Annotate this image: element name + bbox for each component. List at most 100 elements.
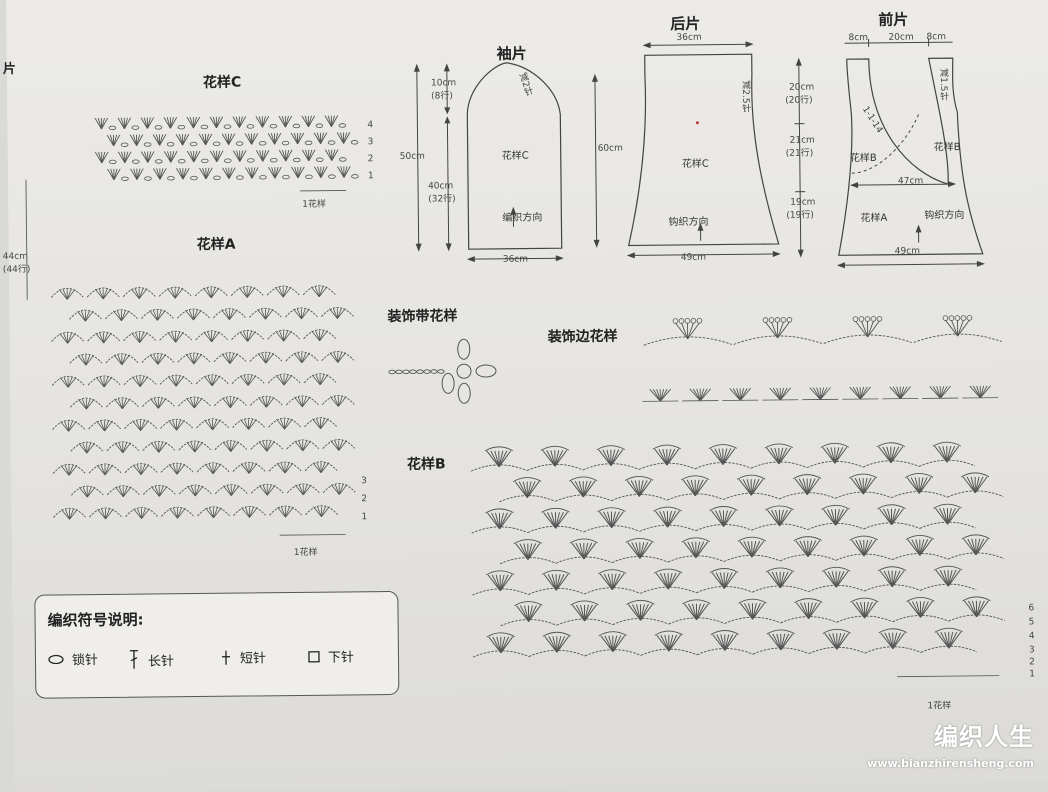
stitch-shell [892,597,948,622]
pattern-b-repeat: 1花样 [927,698,951,711]
stitch-arch [89,464,121,475]
pattern-a-title: 花样A [197,234,236,254]
edge-picot [871,317,876,322]
stitch-fan [233,116,254,128]
stitch-shell [585,631,641,656]
sleeve-total-height: 50cm [400,152,425,162]
stitch-shell [891,473,947,498]
stitch-arch [269,462,301,473]
stitch-fan [176,134,197,146]
stitch-shell [471,447,527,472]
stitch-shell [835,474,891,499]
edge-small-fan [893,387,900,399]
edge-fan-stitch [867,321,873,337]
pattern-c-repeat: 1花样 [302,197,326,210]
stitch-fan [291,133,312,145]
stitch-fan [187,117,208,129]
decor-band-chart [386,331,497,408]
stitch-shell [612,600,668,625]
front-side-cm-1: 20cm [789,83,814,93]
edge-fan-stitch [855,321,867,337]
treble-stitch-icon [128,649,140,671]
sleeve-top-rows: (8行) [431,88,453,101]
stitch-fan [256,150,277,162]
stitch-arch [196,419,228,430]
stitch-arch [123,287,155,298]
slip-stitch-icon [308,650,320,662]
stitch-arch [124,419,156,430]
stitch-arch [269,506,301,517]
stitch-arch [69,310,101,321]
pattern-b-row-5: 5 [1029,617,1035,627]
repeat-bracket [897,676,999,677]
legend-label-short: 短针 [240,647,266,666]
edge-small-fan [660,389,667,401]
back-height: 60cm [598,144,623,154]
stitch-arch [142,397,174,408]
front-title: 前片 [878,9,908,30]
stitch-shell [612,538,668,563]
front-top-seg-2: 20cm [888,32,913,42]
stitch-shell [921,628,977,653]
stitch-fan [256,116,277,128]
pattern-b-row-3: 3 [1029,645,1035,655]
edge-picot [787,317,792,322]
stitch-shell [556,601,612,626]
pattern-b-row-1: 1 [1029,669,1035,679]
stitch-shell [583,507,639,532]
stitch-arch [304,374,336,385]
stitch-arch [322,395,354,406]
edge-small-fan [973,386,980,398]
edge-picot [865,317,870,322]
stitch-shell [948,535,1004,560]
stitch-shell [639,507,695,532]
edge-picot [967,316,972,321]
edge-picot [673,319,678,324]
pattern-a-row-3: 3 [361,476,367,486]
stitch-arch [214,397,246,408]
band-flower-center [457,364,471,378]
pattern-c-row-3: 3 [368,137,374,147]
edge-small-fan [653,389,660,401]
stitch-fan [314,167,335,179]
stitch-arch [87,288,119,299]
stitch-shell [863,504,919,529]
repeat-bracket [280,534,346,535]
stitch-fan [141,151,162,163]
pattern-a-repeat: 1花样 [294,545,318,558]
stitch-arch [71,486,103,497]
stitch-fan [130,134,151,146]
stitch-shell [584,569,640,594]
front-direction: 钩织方向 [924,206,964,221]
stitch-shell [556,539,612,564]
stitch-arch [305,506,337,517]
stitch-arch [323,439,355,450]
legend-item-short: 短针 [220,647,266,666]
stitch-fan [337,132,358,144]
pattern-c-row-4: 4 [367,120,373,130]
band-chain-link [431,370,437,374]
edge-small-fan [860,387,867,399]
stitch-arch [53,464,85,475]
stitch-fan [279,150,300,162]
stitch-shell [696,568,752,593]
band-chain-link [438,370,444,374]
edge-fan-stitch [867,321,879,337]
pattern-a-row-1: 1 [361,512,367,522]
edge-small-fan [733,388,740,400]
edge-fan-stitch [676,323,688,339]
stitch-fan [337,166,358,178]
stitch-arch [268,418,300,429]
edge-small-fan [900,387,907,399]
legend-item-chain: 锁针 [48,649,98,669]
stitch-arch [106,398,138,409]
stitch-arch [143,441,175,452]
stitch-arch [215,441,247,452]
stitch-shell [667,476,723,501]
back-decrease: 减2.5针 [739,80,752,112]
stitch-arch [303,286,335,297]
front-mid-width: 47cm [898,176,923,186]
edge-fan-stitch [688,323,700,339]
stitch-shell [641,631,697,656]
sleeve-bottom-rows: (32行) [428,191,456,204]
